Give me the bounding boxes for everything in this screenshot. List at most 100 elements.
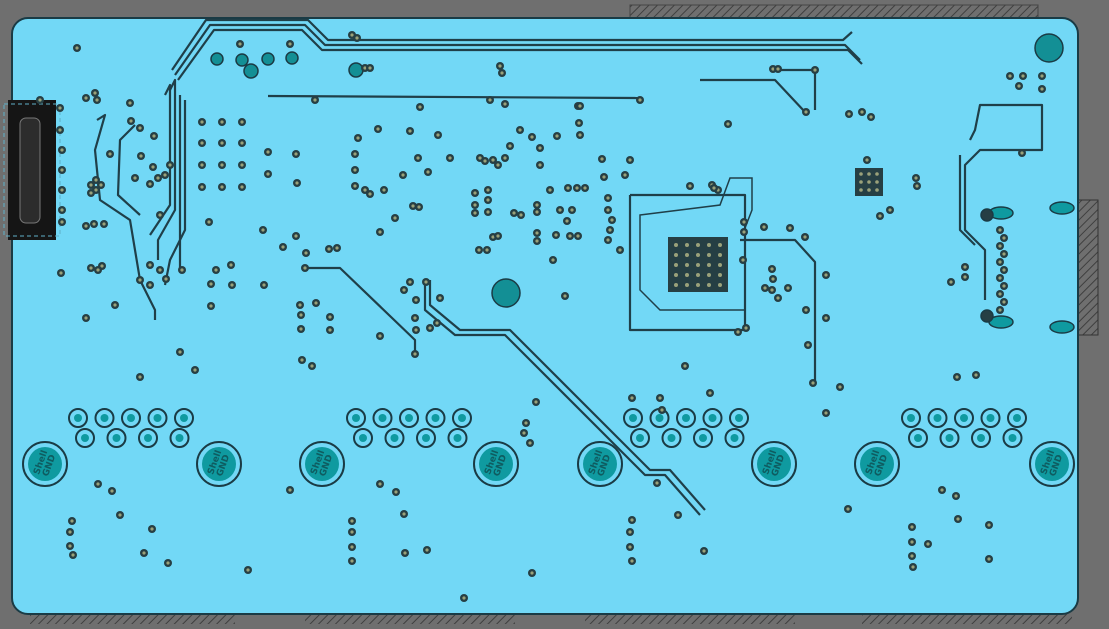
via	[236, 40, 244, 48]
via	[1019, 72, 1027, 80]
via	[401, 549, 409, 557]
via	[836, 383, 844, 391]
shield-gnd-pad: ShellGND	[22, 441, 68, 487]
via	[312, 299, 320, 307]
via	[296, 301, 304, 309]
via	[58, 186, 66, 194]
via	[769, 275, 777, 283]
via	[475, 246, 483, 254]
via	[1038, 72, 1046, 80]
via	[424, 168, 432, 176]
via	[58, 218, 66, 226]
via	[912, 174, 920, 182]
via	[985, 521, 993, 529]
via	[146, 281, 154, 289]
via	[154, 174, 162, 182]
via	[576, 131, 584, 139]
via	[768, 286, 776, 294]
via	[786, 224, 794, 232]
via	[498, 69, 506, 77]
via	[82, 222, 90, 230]
rj45-pin	[174, 408, 194, 428]
via	[822, 409, 830, 417]
via	[156, 211, 164, 219]
bga-ball	[685, 253, 689, 257]
via	[149, 163, 157, 171]
via	[1006, 72, 1014, 80]
rj45-pin	[927, 408, 948, 428]
via	[536, 144, 544, 152]
rj45-pin	[353, 428, 373, 448]
via	[406, 278, 414, 286]
via	[532, 398, 540, 406]
via	[801, 233, 809, 241]
via	[126, 99, 134, 107]
via	[376, 332, 384, 340]
via	[348, 528, 356, 536]
via	[94, 480, 102, 488]
via	[292, 150, 300, 158]
bga-ball	[718, 243, 722, 247]
via	[73, 44, 81, 52]
via	[996, 306, 1004, 314]
via	[867, 113, 875, 121]
via	[510, 209, 518, 217]
via	[961, 263, 969, 271]
via	[207, 280, 215, 288]
via	[486, 96, 494, 104]
via	[326, 313, 334, 321]
shield-gnd-pad: ShellGND	[196, 441, 242, 487]
via	[351, 182, 359, 190]
via	[658, 406, 666, 414]
rj45-pin	[68, 408, 88, 428]
via	[348, 517, 356, 525]
via	[353, 34, 361, 42]
rj45-pin	[1007, 408, 1027, 428]
via	[528, 569, 536, 577]
via	[198, 183, 206, 191]
via	[742, 324, 750, 332]
via	[146, 180, 154, 188]
via	[533, 208, 541, 216]
via	[556, 206, 564, 214]
rj45-pin	[138, 428, 158, 448]
via	[484, 186, 492, 194]
via	[952, 492, 960, 500]
via	[533, 229, 541, 237]
via	[563, 217, 571, 225]
via	[604, 206, 612, 214]
via	[863, 156, 871, 164]
rj45-pin	[425, 408, 446, 428]
via	[423, 546, 431, 554]
via	[552, 231, 560, 239]
via	[414, 154, 422, 162]
via	[604, 236, 612, 244]
bga-ball	[696, 283, 700, 287]
via	[376, 228, 384, 236]
via	[302, 249, 310, 257]
via	[600, 173, 608, 181]
via	[298, 356, 306, 364]
via	[494, 161, 502, 169]
via	[1018, 149, 1026, 157]
bga-ball	[685, 273, 689, 277]
via	[56, 104, 64, 112]
rj45-pin	[729, 408, 749, 428]
via	[292, 232, 300, 240]
via	[94, 266, 102, 274]
bga-ball	[696, 273, 700, 277]
bga-ball	[718, 273, 722, 277]
via	[740, 218, 748, 226]
via	[628, 516, 636, 524]
via	[264, 148, 272, 156]
vias	[36, 31, 1046, 602]
via	[574, 232, 582, 240]
bga-ball	[685, 263, 689, 267]
via	[501, 154, 509, 162]
via	[913, 182, 921, 190]
via	[380, 186, 388, 194]
rj45-pin	[399, 408, 419, 428]
via	[1038, 85, 1046, 93]
via	[259, 226, 267, 234]
via	[656, 394, 664, 402]
